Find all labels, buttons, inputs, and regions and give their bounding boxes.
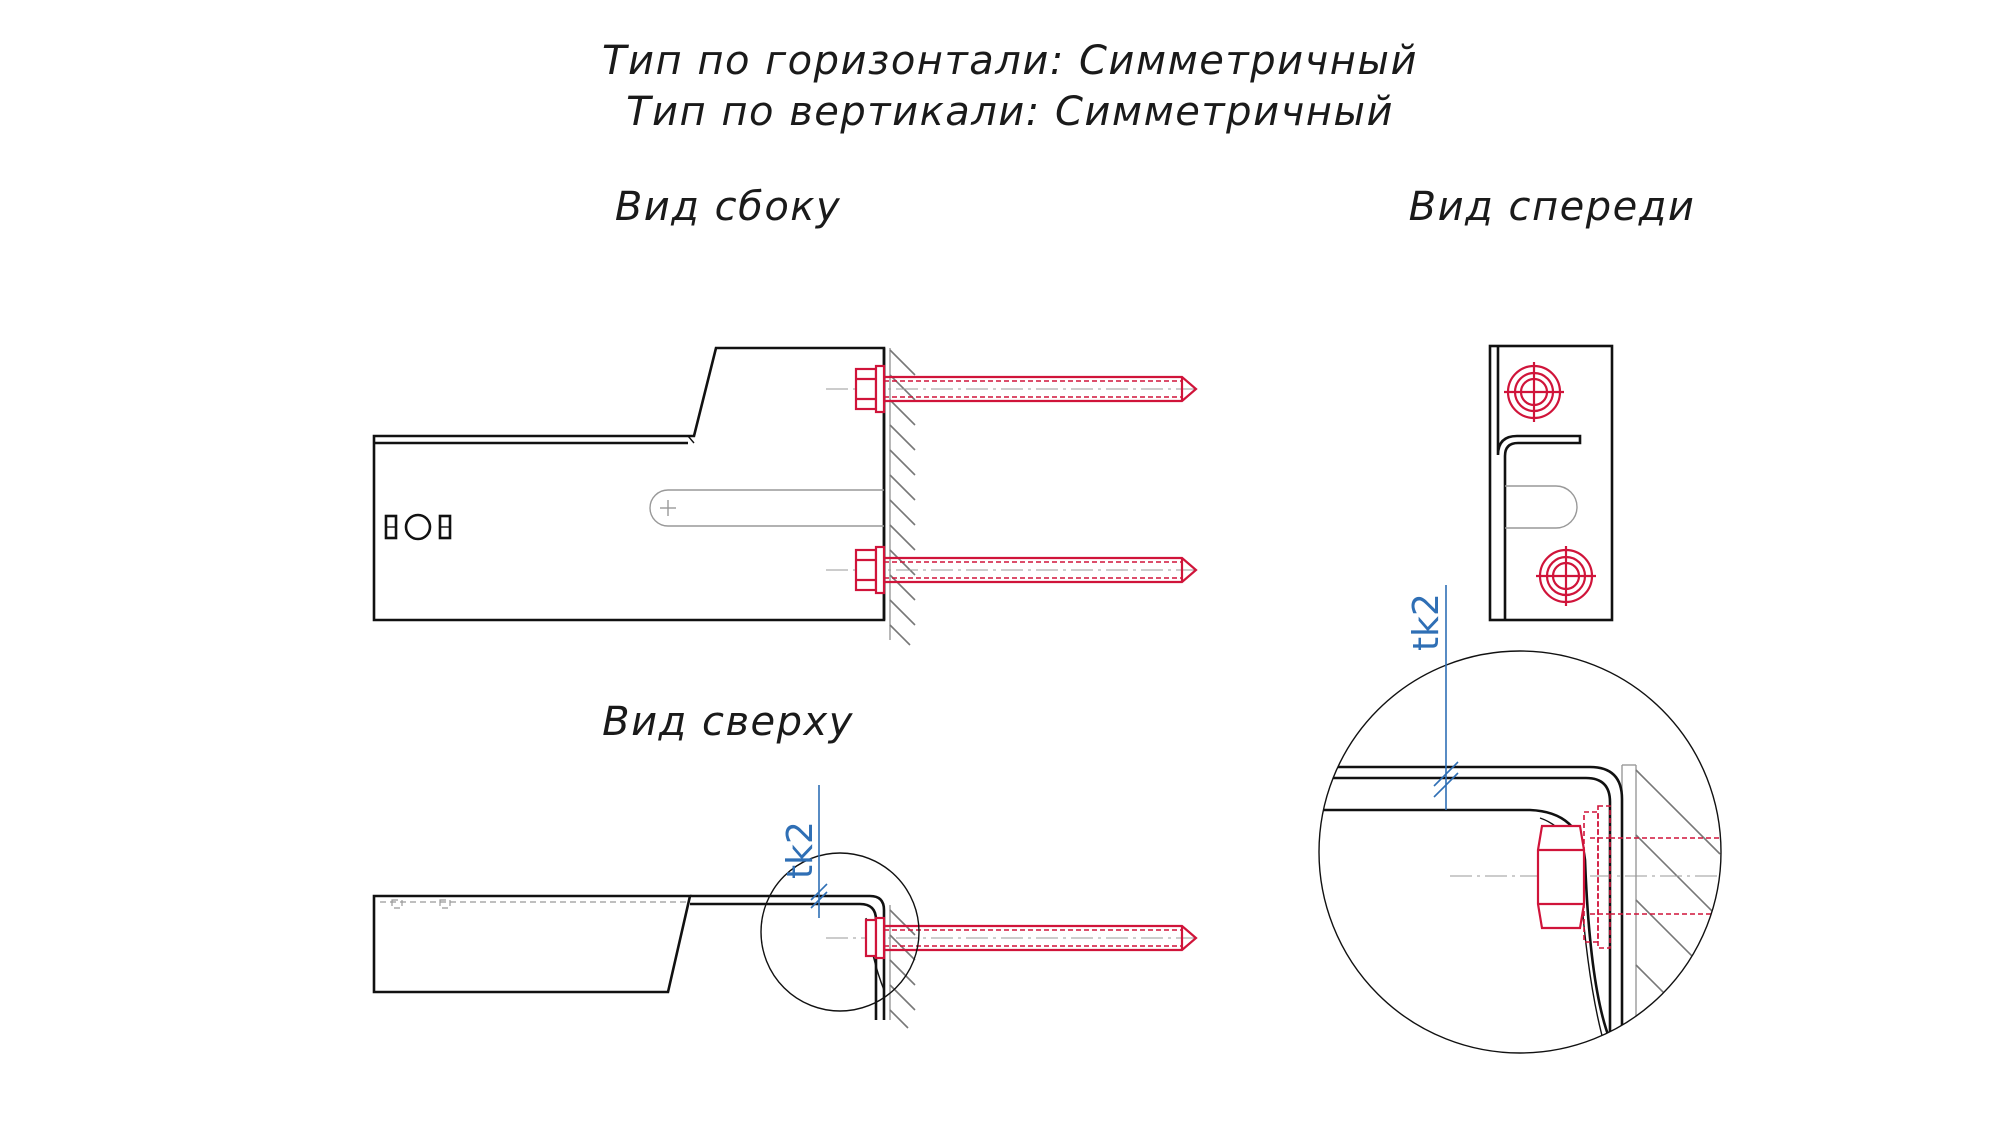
top-view-bracket-outline xyxy=(372,894,692,994)
horizontal-type-label: Тип по горизонтали: Симметричный xyxy=(602,38,1418,84)
detail-hatching xyxy=(1635,769,1721,1053)
adjustment-slot xyxy=(649,489,884,527)
side-view-title: Вид сбоку xyxy=(615,184,841,230)
detail-bolt xyxy=(1536,805,1720,949)
detail-dimension-label: tk2 xyxy=(1406,593,1447,651)
side-view-fixing-holes xyxy=(384,513,452,541)
front-view-bracket-fold xyxy=(1496,346,1582,620)
upper-anchor-bolt xyxy=(826,364,1198,414)
front-view-title: Вид спереди xyxy=(1409,184,1696,230)
slot-center-mark xyxy=(660,500,676,516)
side-view-bracket-outline xyxy=(372,346,886,622)
detail-view-circle xyxy=(1318,650,1722,1054)
top-view-title: Вид сверху xyxy=(602,699,854,745)
detail-view: tk2 xyxy=(1318,585,1722,1054)
detail-callout-circle xyxy=(760,852,920,1012)
side-view-hatching xyxy=(889,348,916,646)
side-view xyxy=(372,346,1198,646)
top-view-dimension-label: tk2 xyxy=(780,821,821,879)
front-view-outline xyxy=(1488,344,1614,622)
top-view-hatching xyxy=(889,905,916,1029)
vertical-type-label: Тип по вертикали: Симметричный xyxy=(626,89,1394,135)
front-view-lower-bolt-head xyxy=(1536,546,1596,606)
front-view-slot xyxy=(1505,485,1578,529)
top-view-anchor-bolt xyxy=(826,916,1198,960)
top-view: tk2 xyxy=(372,785,1198,1029)
front-view xyxy=(1488,344,1614,622)
top-view-flange xyxy=(690,894,886,1020)
detail-dimension-tk2: tk2 xyxy=(1406,585,1459,810)
top-view-dimension-tk2: tk2 xyxy=(780,785,828,918)
lower-anchor-bolt xyxy=(826,545,1198,595)
front-view-upper-bolt-head xyxy=(1504,362,1564,422)
